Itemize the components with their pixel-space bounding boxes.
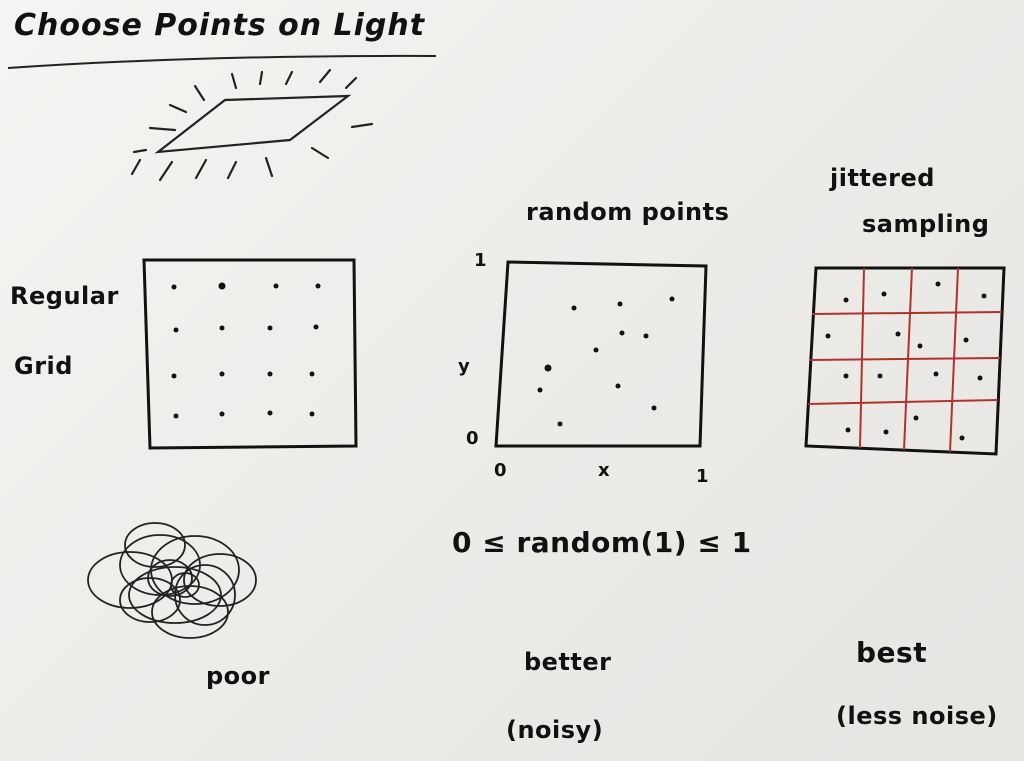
- jittered-grid-dots: [825, 281, 987, 441]
- jittered-grid-lines: [807, 267, 1003, 453]
- area-light-sketch: [130, 68, 374, 182]
- page-title: Choose Points on Light: [14, 8, 426, 43]
- random-axis-x-left: 0: [494, 460, 508, 481]
- random-points-dots: [537, 296, 675, 427]
- random-axis-y-label: y: [458, 356, 471, 377]
- regular-grid-dots: [171, 282, 321, 419]
- jittered-rating: best: [856, 636, 928, 669]
- shadow-scribble: [87, 522, 257, 639]
- random-axis-y-bottom: 0: [466, 428, 480, 449]
- random-axis-x-right: 1: [696, 466, 710, 487]
- random-axis-x-label: x: [598, 460, 611, 481]
- random-rating: better: [524, 648, 612, 676]
- jittered-grid-box: [804, 266, 1006, 456]
- regular-grid-label: Regular: [10, 282, 119, 310]
- jittered-note: (less noise): [836, 702, 998, 730]
- random-axis-y-top: 1: [474, 250, 488, 271]
- random-note: (noisy): [506, 716, 604, 744]
- title-underline: [7, 54, 437, 69]
- regular-grid-box: [142, 258, 358, 450]
- regular-rating: poor: [206, 662, 270, 690]
- random-points-label: random points: [526, 198, 730, 226]
- jittered-label: jittered: [830, 164, 935, 192]
- regular-grid-label-2: Grid: [14, 352, 73, 380]
- random-points-box: [494, 260, 708, 448]
- random-formula: 0 ≤ random(1) ≤ 1: [452, 526, 752, 559]
- jittered-label-2: sampling: [862, 210, 990, 238]
